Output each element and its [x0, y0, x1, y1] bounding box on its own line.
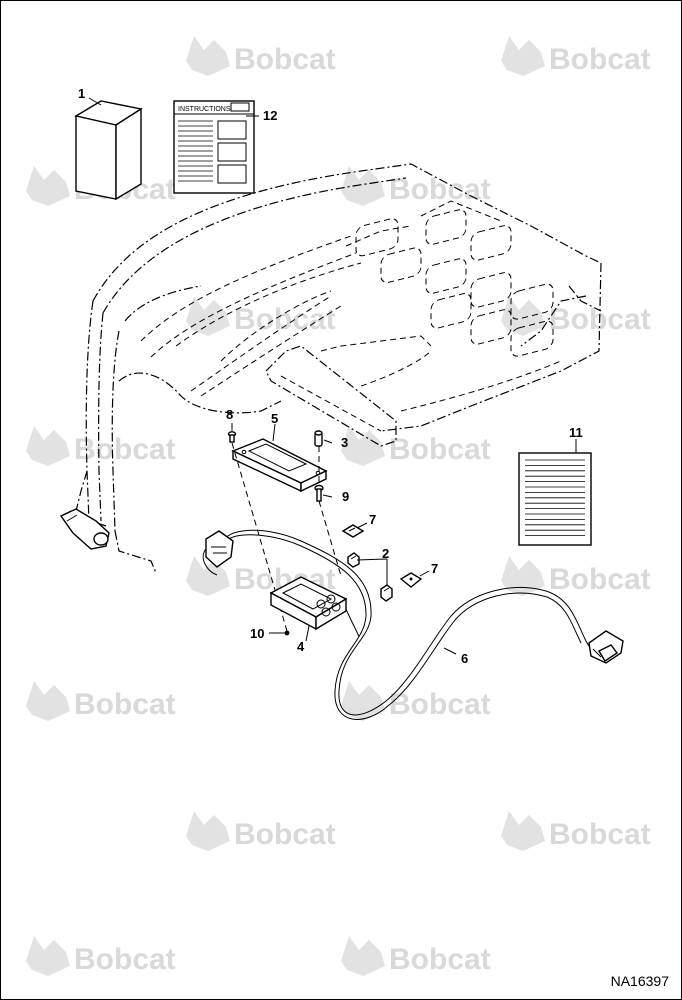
bobcat-logo-icon [26, 681, 70, 721]
cab-pivot-hardware [59, 508, 110, 550]
watermark-text: Bobcat [549, 818, 651, 851]
watermark-bobcat-logo: Bobcat [186, 36, 336, 76]
watermark-bobcat-logo: Bobcat [501, 36, 651, 76]
watermark-text: Bobcat [549, 563, 651, 596]
part-8-screw [227, 431, 237, 443]
part-7-tab-right [399, 572, 423, 588]
watermark-bobcat-logo: Bobcat [501, 556, 651, 596]
bobcat-logo-icon [186, 36, 230, 76]
callout-4: 4 [297, 639, 305, 654]
bobcat-logo-icon [341, 166, 385, 206]
part-9-screw [314, 484, 324, 502]
callout-5: 5 [271, 411, 278, 426]
callout-12: 12 [263, 108, 277, 123]
bobcat-logo-icon [501, 36, 545, 76]
watermark-bobcat-logo: Bobcat [26, 426, 176, 466]
callout-8: 8 [226, 407, 233, 422]
watermark-text: Bobcat [74, 433, 176, 466]
callout-11: 11 [569, 425, 583, 440]
bobcat-logo-icon [501, 556, 545, 596]
watermark-text: Bobcat [234, 818, 336, 851]
watermark-text: Bobcat [389, 688, 491, 721]
part-10-screw [284, 630, 290, 636]
cab-frame-phantom [75, 163, 602, 574]
watermark-bobcat-logo: Bobcat [341, 936, 491, 976]
part-1-box [74, 100, 143, 201]
watermark-text: Bobcat [389, 433, 491, 466]
bobcat-logo-icon [501, 811, 545, 851]
part-2-clip-upper [347, 552, 360, 568]
watermark-bobcat-logo: Bobcat [341, 681, 491, 721]
part-11-decal [518, 452, 592, 546]
bobcat-logo-icon [26, 166, 70, 206]
watermark-bobcat-logo: Bobcat [26, 936, 176, 976]
callout-7-upper: 7 [369, 512, 376, 527]
callout-7-right: 7 [431, 561, 438, 576]
watermark-text: Bobcat [74, 943, 176, 976]
leader-lines [88, 97, 577, 655]
watermark-bobcat-logo: Bobcat [26, 681, 176, 721]
callout-1: 1 [78, 86, 85, 101]
callout-9: 9 [342, 489, 349, 504]
bobcat-logo-icon [186, 811, 230, 851]
watermark-text: Bobcat [234, 43, 336, 76]
part-5-bracket [231, 438, 328, 493]
part-6-wire-harness [202, 529, 624, 720]
bobcat-logo-icon [186, 296, 230, 336]
bobcat-logo-icon [501, 296, 545, 336]
watermark-bobcat-logo: Bobcat [186, 296, 336, 336]
bobcat-logo-icon [26, 426, 70, 466]
watermark-bobcat-logo: Bobcat [186, 811, 336, 851]
bobcat-logo-icon [26, 936, 70, 976]
bobcat-logo-icon [341, 681, 385, 721]
watermark-text: Bobcat [389, 943, 491, 976]
drawing-number: NA16397 [610, 973, 669, 989]
part-2-clip-lower [380, 584, 393, 602]
watermark-bobcat-logo: Bobcat [341, 426, 491, 466]
callout-labels: 1 2 3 4 5 6 7 7 8 9 10 11 12 [78, 86, 583, 666]
watermark-text: Bobcat [549, 43, 651, 76]
part-4-switch-module [269, 576, 348, 631]
watermark-bobcat-logo: Bobcat [501, 811, 651, 851]
assembly-line-9 [318, 500, 342, 577]
watermark-bobcat-logo: Bobcat [341, 166, 491, 206]
bobcat-logo-icon [341, 936, 385, 976]
instructions-header-text: INSTRUCTIONS [178, 106, 231, 113]
watermark-text: Bobcat [74, 688, 176, 721]
callout-2: 2 [382, 546, 389, 561]
callout-10: 10 [250, 626, 264, 641]
callout-3: 3 [341, 435, 348, 450]
callout-6: 6 [461, 651, 468, 666]
watermark-bobcat-logo: Bobcat [501, 296, 651, 336]
part-12-instructions-sheet: INSTRUCTIONS [173, 100, 255, 194]
part-3-standoff [314, 430, 323, 447]
bobcat-logo-icon [341, 426, 385, 466]
